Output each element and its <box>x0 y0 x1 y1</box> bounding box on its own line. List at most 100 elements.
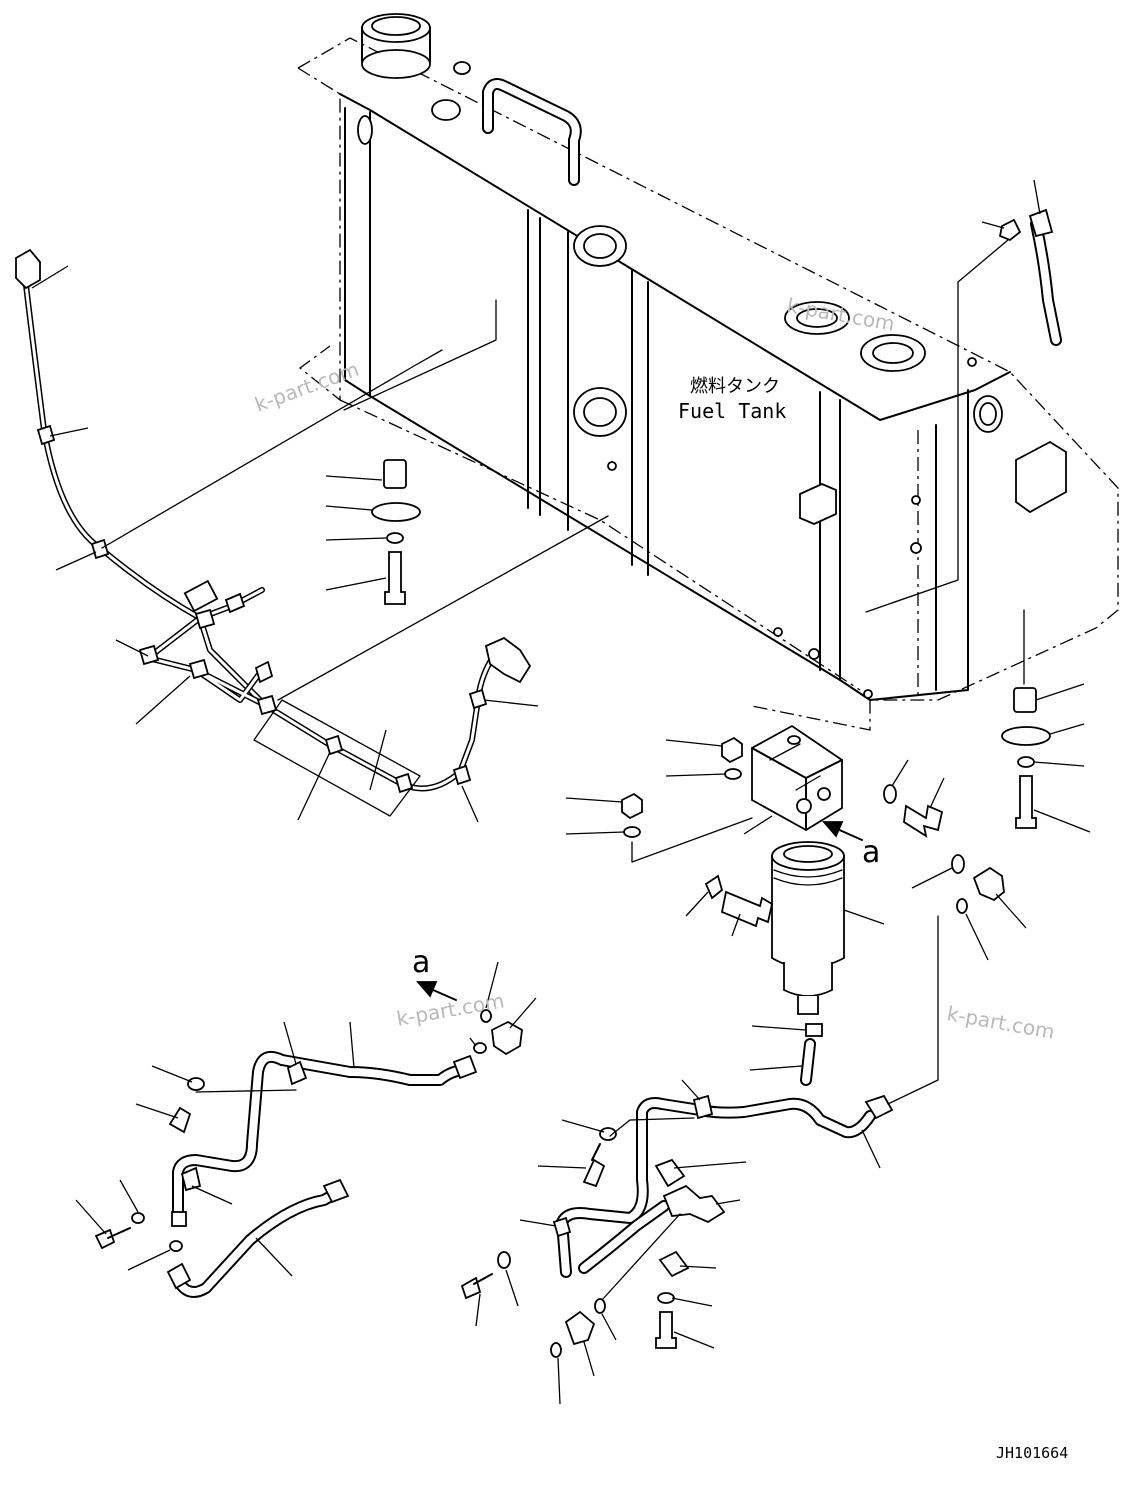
left-tank-mount <box>325 459 421 605</box>
fuel-filter-element <box>771 841 845 1015</box>
harness-tag <box>183 579 219 613</box>
tank-right-face <box>839 389 969 701</box>
pipe-bolt <box>168 1106 192 1134</box>
harness-clip <box>90 538 110 560</box>
harness-clip <box>394 772 414 794</box>
harness-clip <box>468 688 488 710</box>
mount-washer <box>386 532 404 544</box>
fuel-filter-assembly: a <box>565 724 1027 1086</box>
tank-port-5 <box>973 395 1003 433</box>
mount-bolt <box>1015 775 1037 829</box>
tank-cover-plate <box>1015 440 1067 514</box>
tee-fitting <box>662 1184 726 1224</box>
harness-clip <box>36 424 56 446</box>
watermark: k-part.com <box>395 988 506 1031</box>
tank-top-edge <box>339 93 1011 421</box>
head-plug <box>721 736 743 764</box>
tank-port-1 <box>573 225 627 267</box>
pipe-washer <box>599 1127 617 1141</box>
pipe-bracket <box>658 1250 690 1278</box>
filter-bolt-washer <box>704 874 724 900</box>
tank-front-face <box>369 395 841 681</box>
pipe-fitting <box>452 1054 478 1080</box>
pipe-o-ring <box>473 1042 487 1054</box>
tank-top-bolt <box>453 61 471 75</box>
head-seal <box>724 768 742 780</box>
right-fuel-pipe-assembly <box>460 915 939 1405</box>
mount-cushion <box>371 502 421 522</box>
view-marker-a-pipe: a <box>412 945 430 980</box>
tank-top-boss <box>431 99 461 121</box>
harness-clip <box>138 644 160 666</box>
left-fuel-pipe-assembly: a <box>75 945 537 1298</box>
pipe-bolt <box>460 1276 482 1300</box>
pipe-washer <box>187 1077 205 1091</box>
pipe-washer <box>131 1212 145 1224</box>
pipe-o-ring <box>480 1009 492 1023</box>
view-marker-a-head: a <box>862 835 880 870</box>
pipe-adapter <box>564 1310 596 1346</box>
pipe-elbow <box>491 1020 523 1056</box>
harness-connector-top <box>15 248 41 290</box>
harness-clip <box>324 734 344 756</box>
harness-clip <box>188 658 210 680</box>
tank-port-4 <box>860 334 926 372</box>
tank-port-2 <box>573 387 627 437</box>
pipe-o-ring <box>594 1298 606 1314</box>
head-plug <box>621 792 643 820</box>
drain-fitting <box>805 1023 823 1037</box>
elbow-o-ring <box>951 854 965 874</box>
tank-outline-bottom <box>339 399 861 691</box>
filter-head-port <box>796 798 812 814</box>
mount-bolt <box>384 551 406 605</box>
filler-neck <box>361 13 431 79</box>
mount-collar <box>1013 687 1037 713</box>
tank-bolt <box>808 648 820 660</box>
pipe-bolt <box>582 1158 606 1188</box>
tank-bolt <box>773 627 783 637</box>
wiring-harness <box>15 248 609 823</box>
harness-connector-small <box>254 660 274 684</box>
tank-bolt <box>607 461 617 471</box>
tank-bolt <box>911 495 921 505</box>
tank-nut <box>998 218 1022 242</box>
tank-outline-left <box>297 67 341 402</box>
mount-cushion <box>1001 726 1051 746</box>
harness-connector-small <box>224 592 246 614</box>
harness-clip <box>194 608 216 630</box>
harness-connector-right <box>484 636 532 684</box>
tank-bolt <box>910 542 922 554</box>
elbow-fitting <box>972 866 1005 902</box>
pipe-clamp <box>180 1166 202 1192</box>
pipe-bolt <box>94 1228 116 1250</box>
harness-sleeve-box <box>253 699 421 817</box>
pipe-bracket <box>654 1158 686 1188</box>
pipe-o-ring <box>169 1240 183 1252</box>
drawing-code: JH101664 <box>996 1444 1068 1462</box>
watermark: k-part.com <box>252 357 363 417</box>
hose-clip <box>1028 208 1054 238</box>
pipe-clamp <box>552 1216 572 1238</box>
tank-port-left <box>357 115 373 145</box>
mount-collar <box>383 459 407 489</box>
filter-head-bracket <box>751 724 843 832</box>
elbow-o-ring <box>956 898 968 914</box>
pipe-clamp <box>692 1094 714 1120</box>
pipe-bolt <box>655 1311 677 1349</box>
tank-front-left <box>344 107 371 397</box>
filter-head-plug <box>787 735 801 745</box>
top-right-clamp <box>865 179 1062 613</box>
filter-bolt <box>720 890 774 928</box>
head-washer <box>883 784 897 804</box>
mount-washer <box>1017 756 1035 768</box>
fuel-tank: 燃料タンク Fuel Tank <box>297 13 1119 731</box>
harness-clip <box>452 764 472 786</box>
tank-label-en: Fuel Tank <box>678 399 786 423</box>
filter-head-port <box>817 787 831 801</box>
hose-end-fitting <box>166 1262 192 1290</box>
head-seal <box>623 826 641 838</box>
tank-mount-centerline-left <box>343 299 497 411</box>
pipe-lower-fitting <box>171 1211 187 1227</box>
pipe-washer <box>657 1292 675 1304</box>
pipe-washer <box>497 1251 511 1269</box>
